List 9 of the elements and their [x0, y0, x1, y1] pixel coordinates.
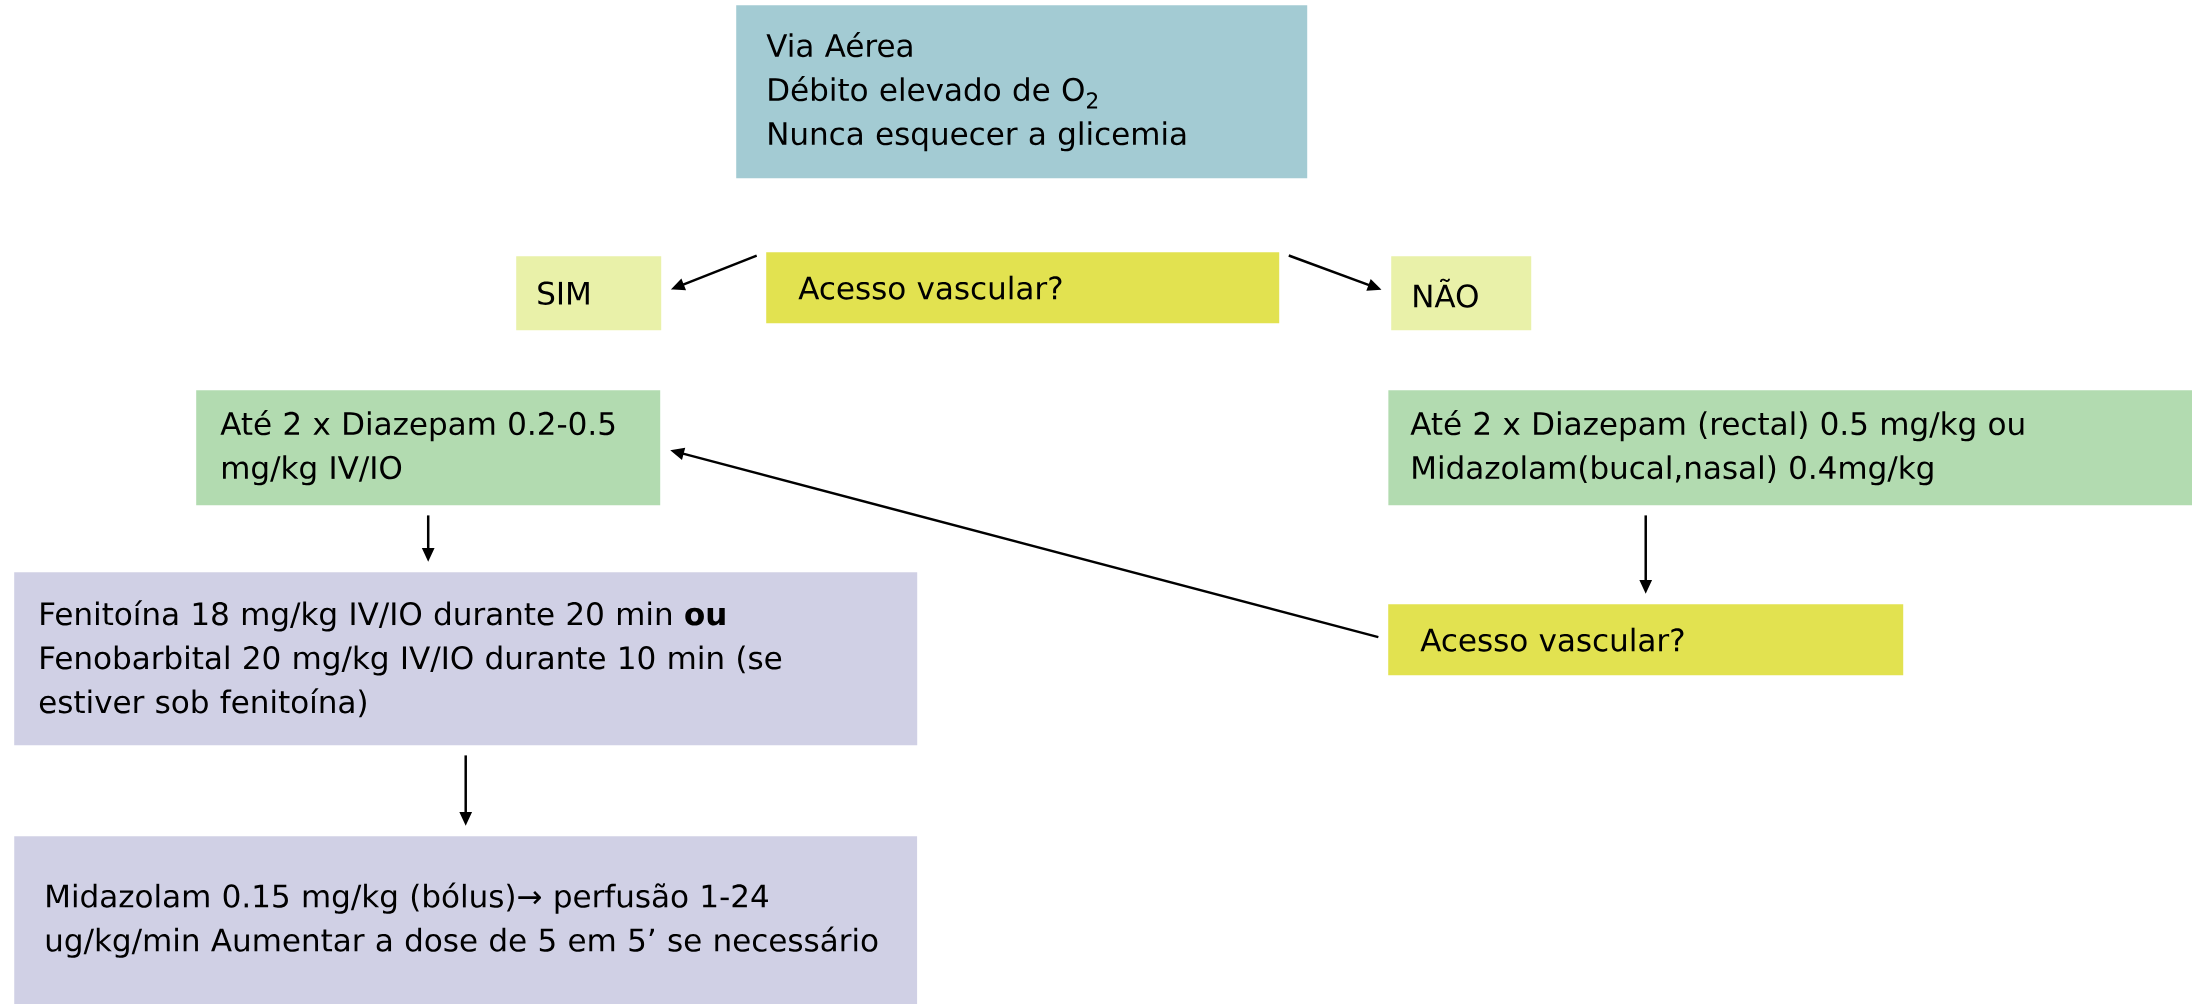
question-box: Acesso vascular? [1388, 604, 1904, 676]
treatment-box: Fenitoína 18 mg/kg IV/IO durante 20 min ou Fenobarbital 20 mg/kg IV/IO durante 10 min (se estiver sob fenitoína) [14, 572, 918, 746]
answer-box: NÃO [1391, 256, 1532, 331]
treatment-box: Midazolam 0.15 mg/kg (bólus)→ perfusão 1-24 ug/kg/min Aumentar a dose de 5 em 5’ se necessário [14, 836, 918, 1004]
treatment-box: Até 2 x Diazepam (rectal) 0.5 mg/kg ou Midazolam(bucal,nasal) 0.4mg/kg [1388, 390, 2192, 506]
info-box: Via Aérea Débito elevado de O$_{2}$ Nunca esquecer a glicemia [736, 5, 1308, 179]
treatment-box: Até 2 x Diazepam 0.2-0.5 mg/kg IV/IO [196, 390, 661, 506]
question-box: Acesso vascular? [766, 252, 1280, 324]
answer-box: SIM [516, 256, 662, 331]
